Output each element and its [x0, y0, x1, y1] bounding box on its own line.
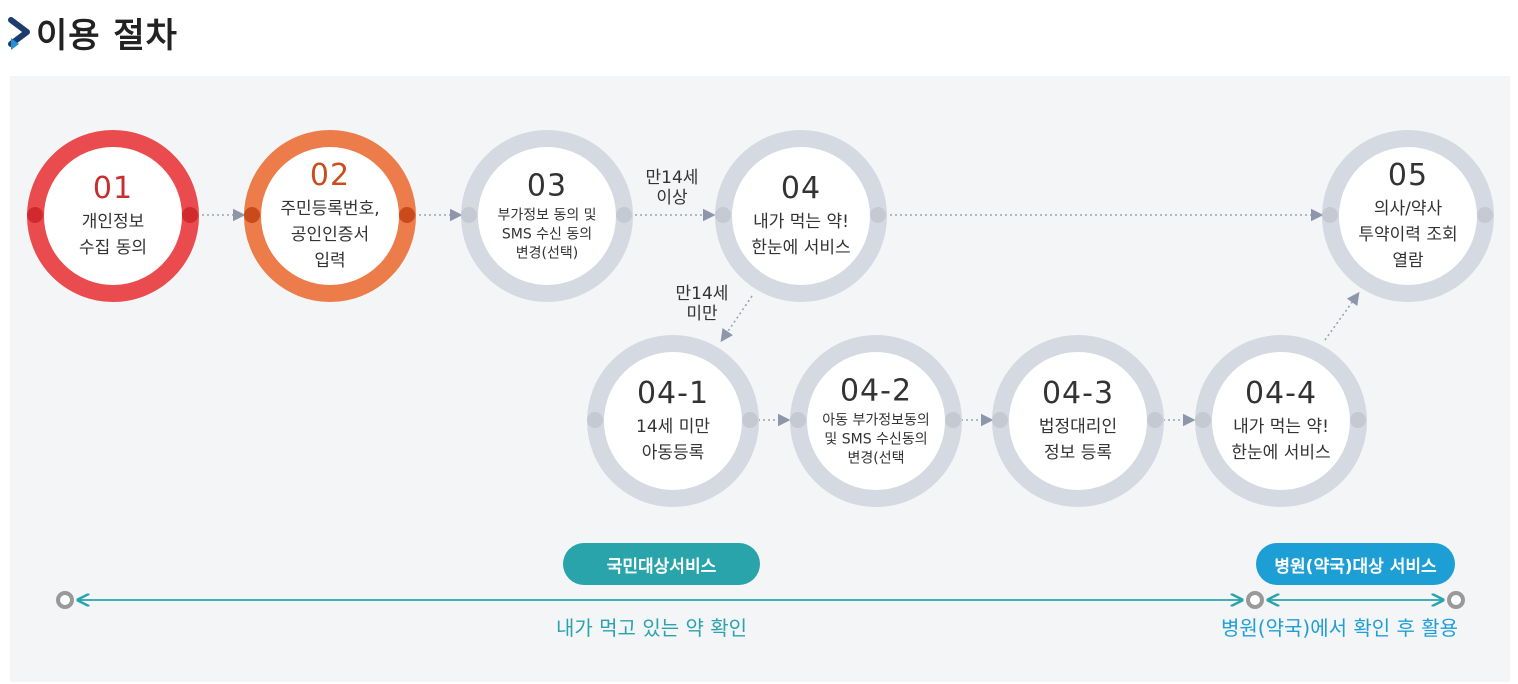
ring-dot	[27, 207, 43, 223]
ring-dot	[945, 412, 961, 428]
ring-dot	[715, 207, 731, 223]
ring-dot	[182, 207, 198, 223]
step-04-2: 04-2 아동 부가정보동의 및 SMS 수신동의 변경(선택	[790, 335, 962, 507]
step-label: 내가 먹는 약! 한눈에 서비스	[751, 212, 851, 258]
ring-dot	[587, 412, 603, 428]
step-04: 04 내가 먹는 약! 한눈에 서비스	[715, 130, 887, 302]
page-title: 이용 절차	[36, 15, 178, 56]
chevron-right-icon	[8, 17, 30, 50]
step-number: 04-1	[636, 376, 710, 411]
ring-dot	[399, 207, 415, 223]
timeline-node-mid	[1246, 591, 1264, 609]
ring-dot	[992, 412, 1008, 428]
ring-dot	[461, 207, 477, 223]
step-04-4: 04-4 내가 먹는 약! 한눈에 서비스	[1195, 335, 1367, 507]
step-number: 03	[526, 168, 568, 204]
step-number: 04-4	[1244, 376, 1318, 411]
public-service-caption: 내가 먹고 있는 약 확인	[556, 616, 748, 640]
arrow-04-041	[720, 295, 753, 343]
hospital-service-badge: 병원(약국)대상 서비스	[1256, 543, 1455, 585]
step-number: 01	[92, 171, 134, 206]
arrow-044-05	[1324, 291, 1360, 341]
ring-dot	[1195, 412, 1211, 428]
step-label: 부가정보 동의 및 SMS 수신 동의 변경(선택)	[497, 207, 597, 262]
step-05: 05 의사/약사 투약이력 조회 열람	[1322, 130, 1494, 302]
ring-dot	[1147, 412, 1163, 428]
ring-dot	[244, 207, 260, 223]
step-label: 14세 미만 아동등록	[636, 417, 710, 463]
step-label: 아동 부가정보동의 및 SMS 수신동의 변경(선택	[822, 412, 930, 467]
step-03: 03 부가정보 동의 및 SMS 수신 동의 변경(선택)	[461, 130, 633, 302]
step-number: 05	[1387, 158, 1429, 193]
step-04-1: 04-1 14세 미만 아동등록	[587, 335, 759, 507]
step-02: 02 주민등록번호, 공인인증서 입력	[244, 130, 416, 302]
step-label: 개인정보 수집 동의	[79, 212, 147, 258]
timeline-node-start	[56, 591, 74, 609]
ring-dot	[616, 207, 632, 223]
section-heading: 이용 절차	[8, 8, 178, 56]
step-04-3: 04-3 법정대리인 정보 등록	[992, 335, 1164, 507]
ring-dot	[1322, 207, 1338, 223]
branch-note-under-14: 만14세 미만	[675, 284, 729, 324]
step-number: 04-2	[839, 373, 913, 409]
step-label: 주민등록번호, 공인인증서 입력	[280, 199, 380, 271]
step-number: 04	[780, 171, 822, 206]
hospital-service-caption: 병원(약국)에서 확인 후 활용	[1221, 616, 1459, 640]
ring-dot	[1350, 412, 1366, 428]
step-number: 02	[309, 158, 351, 193]
ring-dot	[1477, 207, 1493, 223]
ring-dot	[742, 412, 758, 428]
step-01: 01 개인정보 수집 동의	[27, 130, 199, 302]
step-label: 법정대리인 정보 등록	[1038, 417, 1118, 463]
timeline-node-end	[1447, 591, 1465, 609]
public-service-badge: 국민대상서비스	[563, 543, 760, 585]
ring-dot	[870, 207, 886, 223]
ring-dot	[790, 412, 806, 428]
step-label: 의사/약사 투약이력 조회 열람	[1358, 199, 1458, 271]
step-label: 내가 먹는 약! 한눈에 서비스	[1231, 417, 1331, 463]
branch-note-over-14: 만14세 이상	[645, 168, 699, 208]
step-number: 04-3	[1041, 376, 1115, 411]
